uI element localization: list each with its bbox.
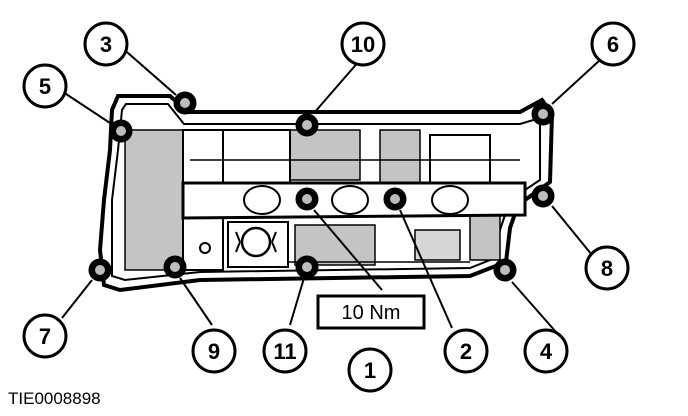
figure-id-label: TIE0008898: [8, 389, 101, 408]
callout-9: 9: [191, 328, 237, 374]
bolt-4: [493, 258, 517, 282]
svg-text:7: 7: [39, 324, 51, 349]
shade-right-panel: [379, 129, 421, 186]
bolt-6: [531, 102, 555, 126]
callout-1: 1: [347, 347, 393, 393]
svg-text:8: 8: [601, 256, 613, 281]
svg-text:1: 1: [364, 358, 376, 383]
callout-2: 2: [443, 328, 489, 374]
shade-mid-panel: [289, 129, 361, 181]
svg-text:6: 6: [607, 32, 619, 57]
svg-text:9: 9: [208, 339, 220, 364]
bolt-11: [295, 255, 319, 279]
shade-lower-right-panel: [469, 214, 501, 261]
valve-cover: [97, 94, 555, 293]
small-screw-icon: [199, 242, 211, 254]
svg-text:4: 4: [540, 339, 553, 364]
callout-5: 5: [22, 63, 68, 109]
callout-4: 4: [523, 328, 569, 374]
bolt-2: [383, 187, 407, 211]
callout-8: 8: [584, 245, 630, 291]
bolts: [88, 91, 555, 282]
callout-3: 3: [83, 21, 129, 67]
filler-cap-tabs: [235, 231, 277, 253]
bolt-8: [531, 184, 555, 208]
shade-center-strip: [414, 229, 461, 261]
leader-lines: [59, 45, 601, 333]
bolt-9: [163, 255, 187, 279]
torque-spec-box: 10 Nm: [316, 294, 426, 330]
bolt-5: [109, 119, 133, 143]
svg-text:10: 10: [351, 32, 375, 57]
callout-10: 10: [340, 21, 386, 67]
callout-7: 7: [22, 313, 68, 359]
shade-left-panel: [124, 129, 184, 271]
bolt-3: [173, 91, 197, 115]
svg-text:5: 5: [39, 74, 51, 99]
port-hole-3: [431, 185, 469, 215]
filler-cap-icon: [240, 226, 272, 258]
svg-text:11: 11: [273, 339, 296, 364]
callout-11: 11: [262, 328, 308, 374]
svg-text:2: 2: [460, 339, 472, 364]
torque-spec-text: 10 Nm: [342, 302, 401, 324]
port-hole-2: [331, 185, 369, 215]
bolt-10: [295, 113, 319, 137]
cover-box-a: [222, 129, 291, 186]
svg-text:3: 3: [100, 32, 112, 57]
callout-6: 6: [590, 21, 636, 67]
bolt-1: [295, 187, 319, 211]
bolt-7: [88, 258, 112, 282]
port-hole-1: [243, 185, 281, 215]
